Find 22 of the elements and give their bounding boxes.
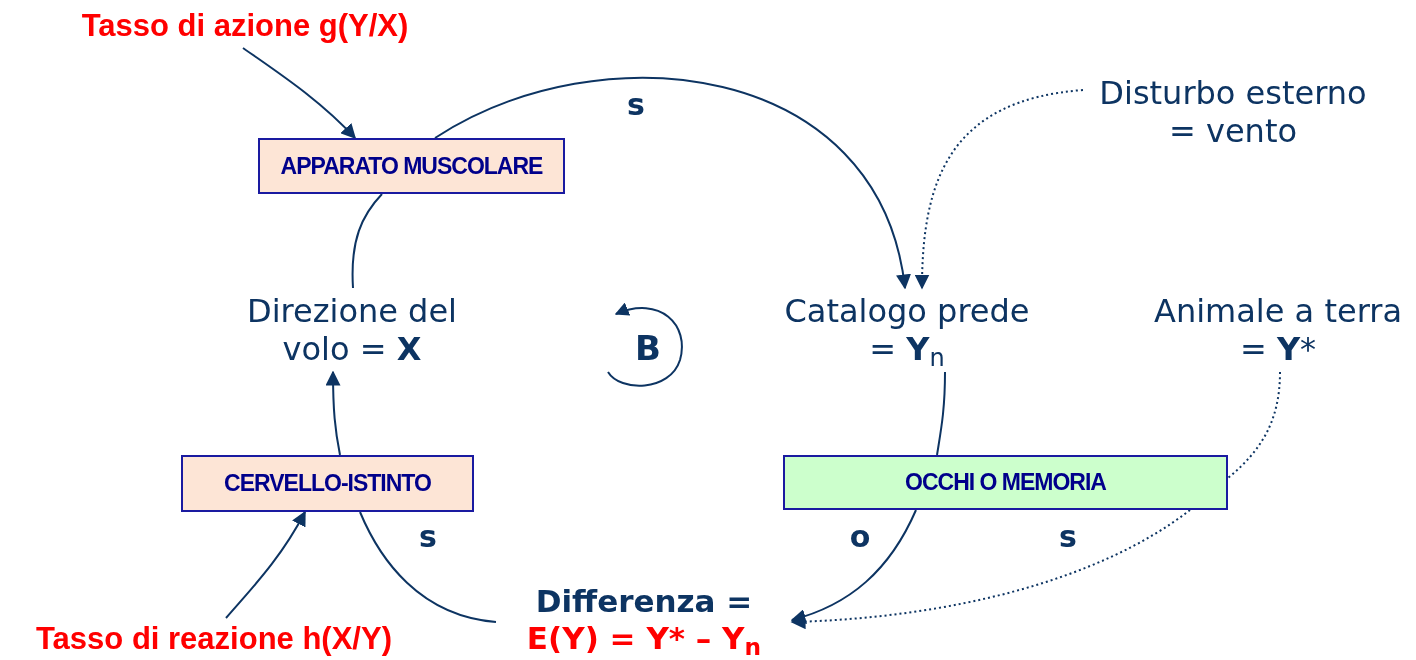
rate-label: Tasso di azione g(Y/X) [81,6,409,45]
variable-label: Catalogo prede = Y$_{n}$ [783,291,1031,369]
box-label: APPARATO MUSCOLARE [280,151,543,181]
equation-label: Differenza = [535,582,753,620]
variable-label: Disturbo esterno = vento [1098,73,1368,151]
arrow [790,509,917,624]
rate-label: Tasso di reazione h(X/Y) [36,619,392,658]
process-box [258,138,565,194]
arrow [790,509,1191,629]
arrow [914,89,1084,290]
box-label: CERVELLO-ISTINTO [224,469,431,498]
box-label: OCCHI O MEMORIA [905,468,1106,497]
variable-label: Animale a terra = Y* [1153,291,1403,369]
arrow [242,47,357,140]
process-box [783,455,1228,510]
arrow [225,510,306,619]
variable-label: Direzione del volo = X [246,291,458,369]
arrow [325,370,341,456]
loop-label: B [635,331,661,365]
equation-label: E(Y) = Y* – Y$_{n}$ [526,620,762,658]
process-box [181,455,474,512]
arrow [434,77,910,290]
